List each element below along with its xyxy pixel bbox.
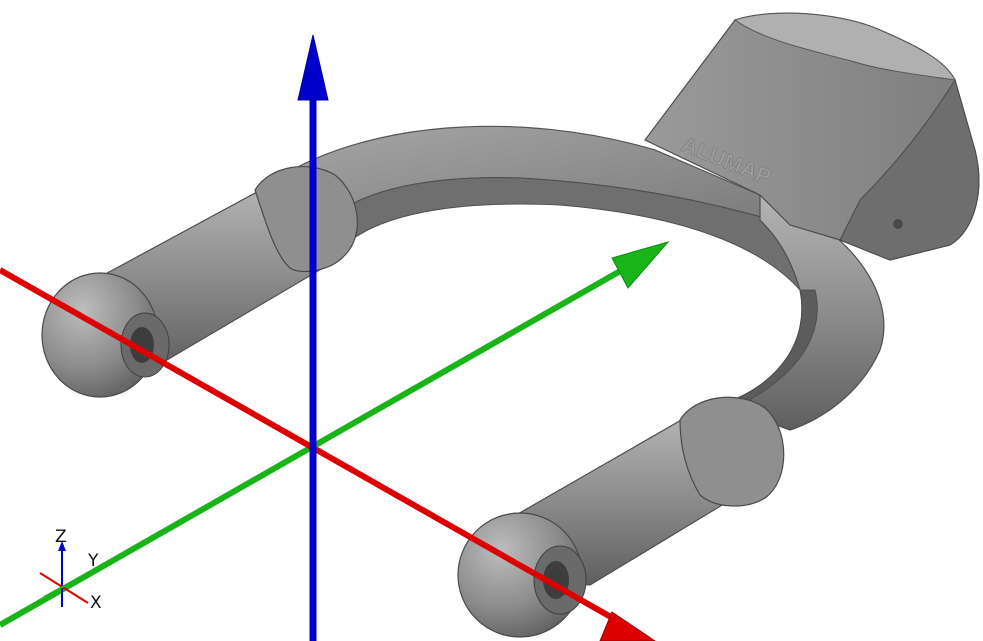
cad-part[interactable]: ALUMAP [41,12,980,638]
orientation-triad[interactable]: Z Y X [30,525,120,620]
bracket-right-boss[interactable] [457,512,587,638]
triad-axes-icon [39,541,89,607]
x-axis-arrow-icon [599,611,656,641]
y-axis-arrow-icon [611,241,670,289]
triad-x-label: X [90,593,102,613]
triad-z-label: Z [55,527,67,547]
triad-y-label: Y [88,551,99,571]
z-axis-arrow-icon [297,34,329,101]
bracket-head-side [839,78,980,261]
reference-axes [0,34,670,641]
bracket-right-collar[interactable] [679,396,785,507]
bracket-head-hole [893,219,903,229]
